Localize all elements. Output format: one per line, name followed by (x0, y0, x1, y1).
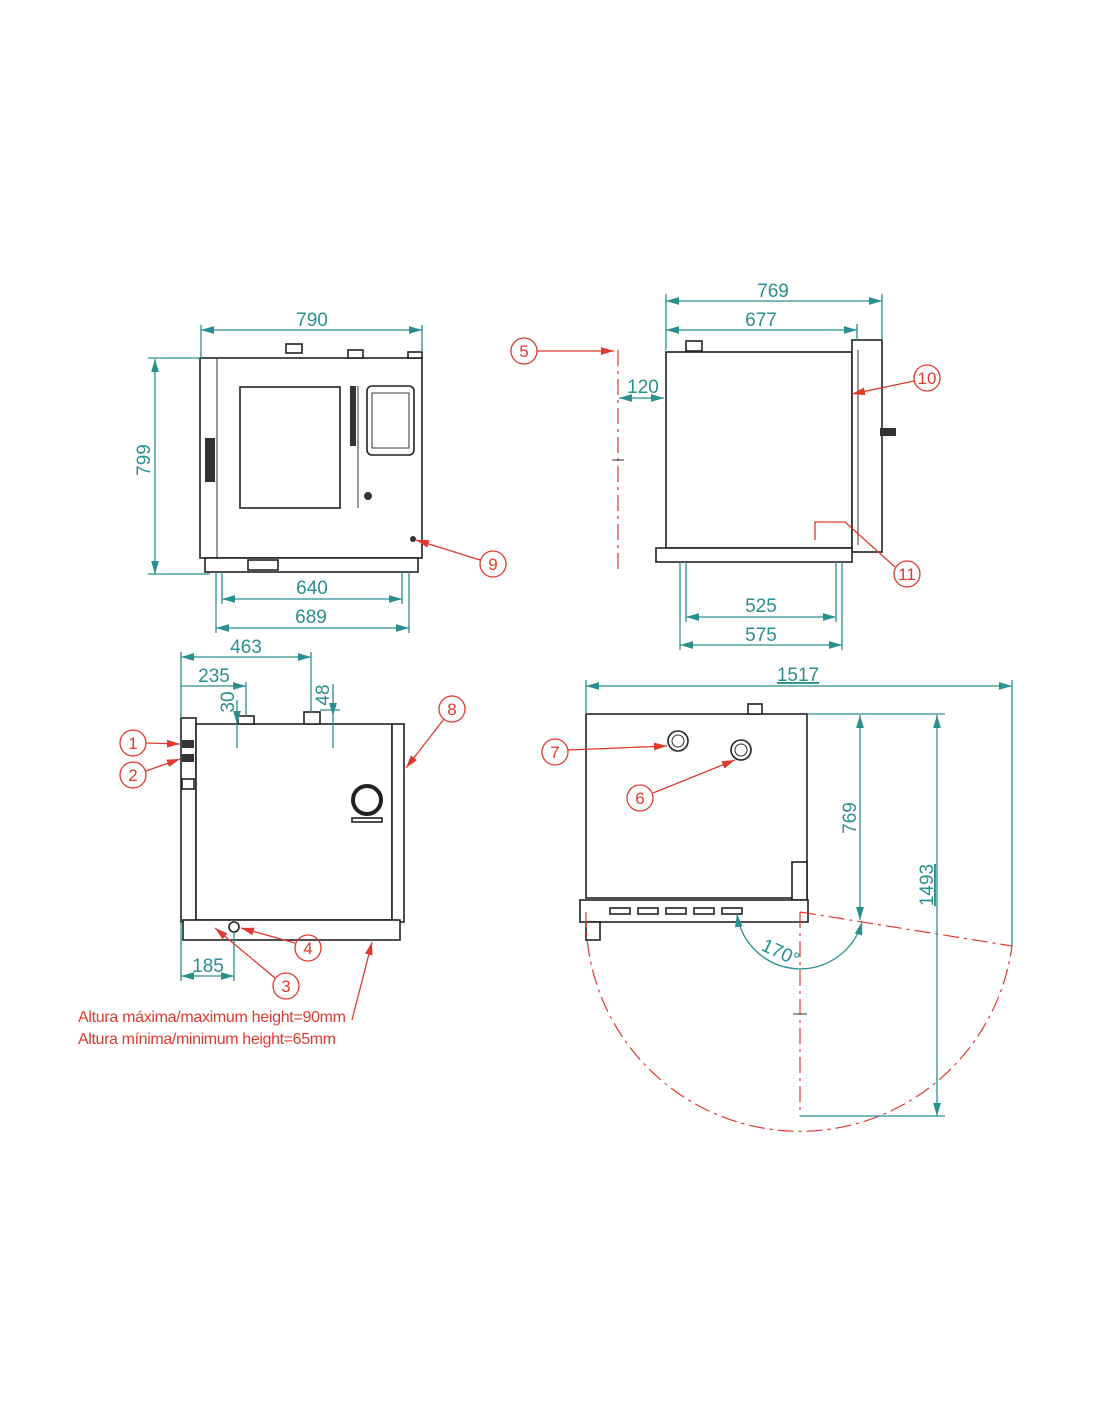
control-display (366, 385, 415, 456)
side-view: 769 677 120 525 575 (612, 281, 896, 650)
svg-text:11: 11 (898, 565, 916, 584)
callout-4: 4 (240, 927, 322, 962)
callout-2: 2 (119, 758, 181, 789)
front-base (204, 557, 419, 573)
svg-text:10: 10 (918, 369, 937, 388)
door-window (239, 386, 341, 509)
callout-1: 1 (119, 729, 181, 757)
front-view: 790 799 640 689 (134, 310, 423, 633)
svg-text:6: 6 (635, 789, 644, 808)
dim-total-depth: 1493 (917, 864, 938, 906)
callouts: 1 2 3 4 5 6 7 8 9 10 11 (119, 337, 941, 1000)
dim-total-width: 1517 (777, 665, 819, 686)
door-handle (205, 438, 215, 482)
svg-text:9: 9 (488, 555, 497, 574)
dim-463: 463 (230, 637, 262, 658)
dim-185: 185 (192, 956, 224, 977)
callout-8: 8 (405, 695, 466, 769)
dim-feet-outer: 689 (295, 607, 327, 628)
svg-text:4: 4 (303, 939, 312, 958)
dim-depth-top: 769 (840, 802, 861, 834)
callout-10: 10 (851, 364, 941, 396)
dim-clearance: 120 (627, 377, 659, 398)
callout-3: 3 (214, 927, 300, 1000)
callout-11: 11 (893, 560, 921, 588)
callout-7: 7 (541, 738, 668, 766)
dim-235: 235 (198, 666, 230, 687)
dim-width: 790 (296, 310, 328, 331)
dim-depth-body: 677 (745, 310, 777, 331)
svg-text:1: 1 (128, 734, 137, 753)
note-max-height: Altura máxima/maximum height=90mm (78, 1009, 346, 1026)
dim-feet-inner: 640 (296, 578, 328, 599)
dim-feet-outer-side: 575 (745, 625, 777, 646)
svg-text:5: 5 (519, 342, 528, 361)
dim-depth-total: 769 (757, 281, 789, 302)
svg-text:2: 2 (128, 766, 137, 785)
callout-5: 5 (510, 337, 614, 365)
callout-6: 6 (626, 759, 736, 812)
drain-outlet (228, 921, 240, 933)
svg-text:7: 7 (550, 743, 559, 762)
top-view: 170° 1517 769 1493 (579, 665, 1013, 1132)
fan-icon (351, 784, 383, 816)
svg-text:3: 3 (281, 977, 290, 996)
callout-9: 9 (415, 539, 507, 578)
dim-feet-inner-side: 525 (745, 596, 777, 617)
svg-text:8: 8 (447, 700, 456, 719)
note-min-height: Altura mínima/minimum height=65mm (78, 1031, 336, 1048)
dim-48: 48 (313, 684, 334, 705)
dim-height: 799 (134, 444, 155, 476)
back-view: 463 235 30 48 185 Altura máxima/maximum … (78, 637, 405, 1048)
dim-30: 30 (218, 691, 239, 712)
